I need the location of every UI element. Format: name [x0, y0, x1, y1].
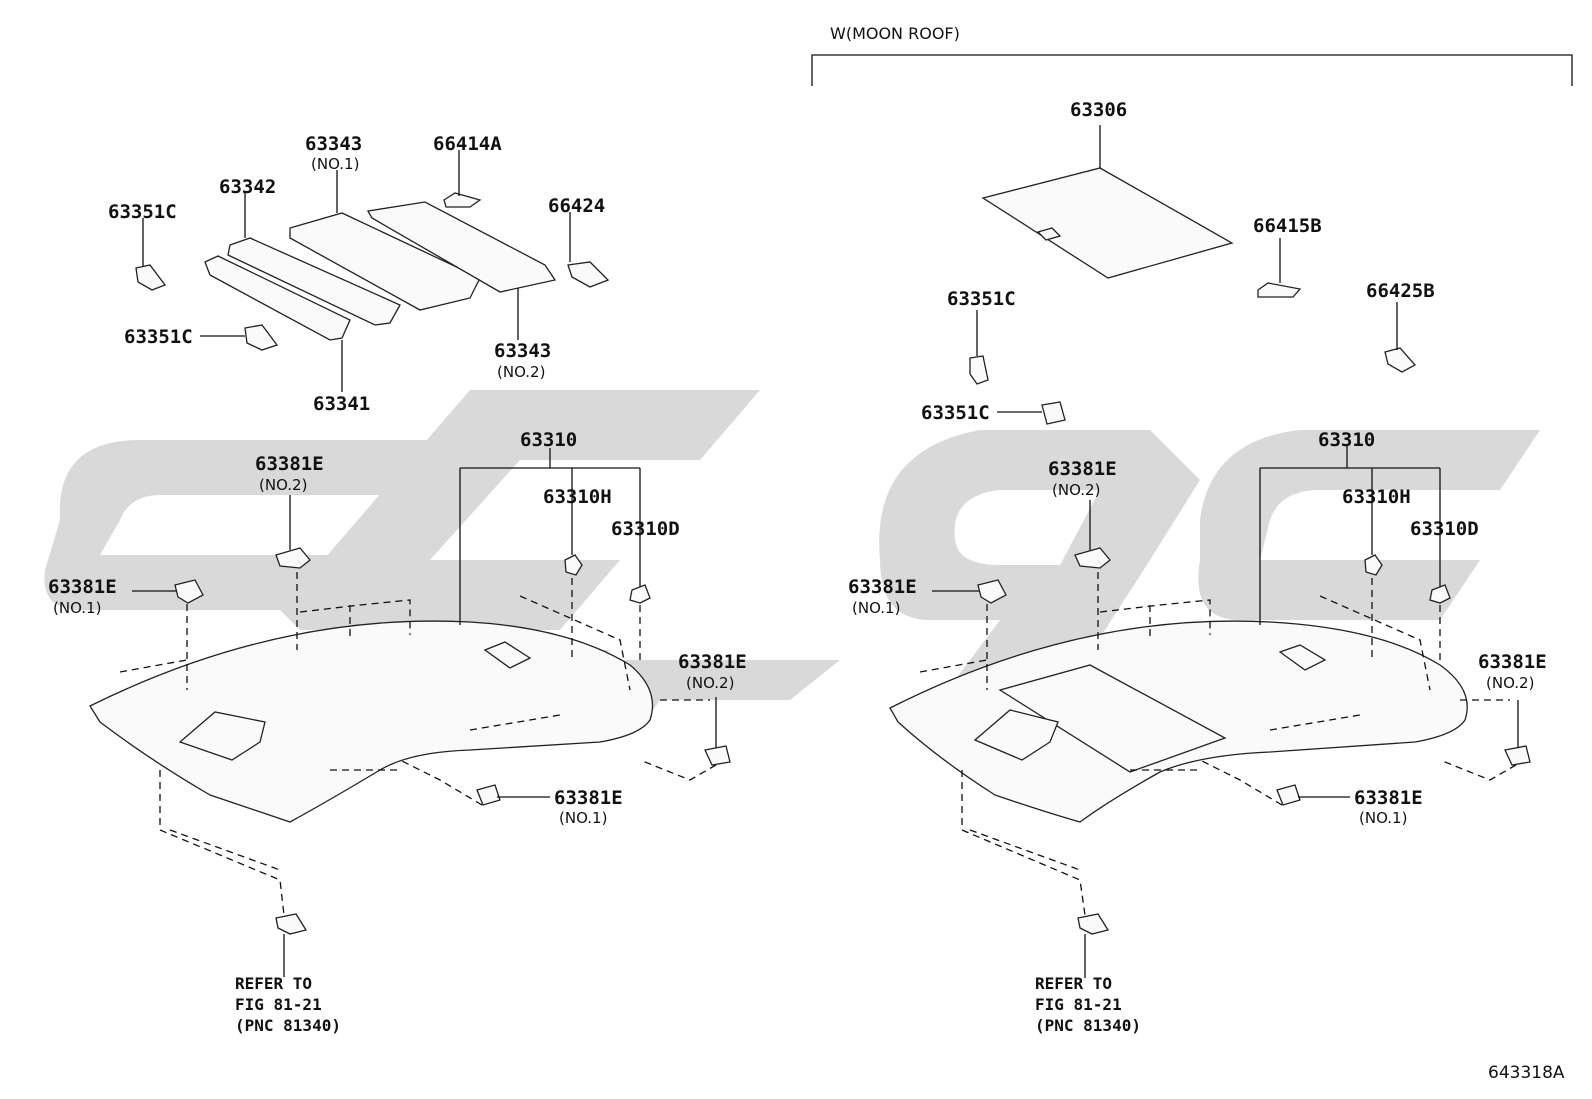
pad-63351C-top-r [969, 355, 989, 385]
label-66424: 66424 [548, 195, 605, 217]
right-panel [889, 125, 1531, 978]
watermark-logo [44, 390, 1540, 730]
label-63310D: 63310D [611, 518, 680, 540]
moonroof-bracket [811, 54, 1573, 86]
label-63310H: 63310H [543, 486, 612, 508]
clip-63381E-no1-bottom-r [1276, 784, 1301, 806]
panel-63306-tab [1036, 227, 1062, 241]
label-63381E-no2-right-r: 63381E [1478, 651, 1547, 673]
pad-63342 [227, 237, 401, 326]
label-63343-no2: 63343 [494, 340, 551, 362]
figure-code: 643318A [1488, 1063, 1565, 1083]
label-63381E-no1-bottom: 63381E [554, 787, 623, 809]
pad-66424 [567, 261, 610, 288]
label-refer-line3: (PNC 81340) [235, 1016, 341, 1035]
pad-63341 [204, 255, 351, 341]
label-63351C-top: 63351C [108, 201, 177, 223]
label-63310-r: 63310 [1318, 429, 1375, 451]
clip-63381E-no2-right-r [1504, 745, 1531, 766]
clip-refer-bottom [275, 913, 308, 935]
label-63343-no1-sub: (NO.1) [311, 155, 359, 173]
label-63381E-no2-top-r: 63381E [1048, 458, 1117, 480]
label-63351C-top-r: 63351C [947, 288, 1016, 310]
label-63381E-no1-left: 63381E [48, 576, 117, 598]
pad-66425B [1384, 347, 1417, 373]
left-labels: 63343 (NO.1) 66414A 63342 63351C 66424 6… [48, 133, 747, 1035]
label-63381E-no1-left-sub-r: (NO.1) [852, 599, 900, 617]
label-63310: 63310 [520, 429, 577, 451]
clip-63310D [629, 584, 651, 604]
label-63306: 63306 [1070, 99, 1127, 121]
label-66415B: 66415B [1253, 215, 1322, 237]
headliner-left-lamp-cutout [483, 641, 532, 669]
label-63351C-mid-r: 63351C [921, 402, 990, 424]
label-63381E-no2-right: 63381E [678, 651, 747, 673]
headliner-right-console [973, 709, 1059, 761]
label-66414A: 66414A [433, 133, 502, 155]
sunroof-opening [998, 664, 1227, 773]
label-63351C-mid: 63351C [124, 326, 193, 348]
label-refer-line2: FIG 81-21 [235, 995, 322, 1014]
label-63381E-no2-right-sub-r: (NO.2) [1486, 674, 1534, 692]
right-labels: 63306 66415B 63351C 66425B 63351C 63310 … [848, 99, 1547, 1035]
label-63381E-no1-bottom-sub-r: (NO.1) [1359, 809, 1407, 827]
pad-63351C-top [135, 264, 167, 291]
label-refer-line1-r: REFER TO [1035, 974, 1112, 993]
pad-66415B [1257, 282, 1302, 298]
label-63310D-r: 63310D [1410, 518, 1479, 540]
label-63381E-no1-left-sub: (NO.1) [53, 599, 101, 617]
label-63381E-no2-top: 63381E [255, 453, 324, 475]
clip-refer-bottom-r [1077, 913, 1110, 935]
pad-66414A [443, 192, 482, 208]
label-63343-no2-sub: (NO.2) [497, 363, 545, 381]
clip-63310D-r [1429, 584, 1451, 604]
label-66425B: 66425B [1366, 280, 1435, 302]
clip-63310H [564, 554, 583, 576]
clip-63381E-no2-top-r [1074, 547, 1111, 569]
clip-63381E-no1-left-r [977, 579, 1007, 604]
clip-63381E-no1-left [174, 579, 204, 604]
label-63342: 63342 [219, 176, 276, 198]
clip-63381E-no2-top [275, 547, 311, 569]
label-refer-line2-r: FIG 81-21 [1035, 995, 1122, 1014]
pad-63343-no1 [289, 212, 481, 311]
clip-63381E-no2-right [704, 745, 731, 766]
headliner-left [89, 620, 654, 823]
label-63343-no1: 63343 [305, 133, 362, 155]
label-refer-line1: REFER TO [235, 974, 312, 993]
moonroof-label: W(MOON ROOF) [830, 24, 960, 43]
label-63381E-no2-top-sub: (NO.2) [259, 476, 307, 494]
left-panel [89, 150, 731, 977]
pad-63351C-mid-r [1041, 401, 1066, 425]
headliner-left-console [178, 711, 266, 761]
label-refer-line3-r: (PNC 81340) [1035, 1016, 1141, 1035]
clip-63310H-r [1364, 554, 1383, 576]
panel-63306 [981, 167, 1234, 279]
label-63341: 63341 [313, 393, 370, 415]
headliner-right-lamp-cutout [1278, 644, 1327, 671]
label-63381E-no1-bottom-r: 63381E [1354, 787, 1423, 809]
pad-63343-no2 [366, 201, 557, 293]
label-63381E-no1-bottom-sub: (NO.1) [559, 809, 607, 827]
label-63381E-no2-right-sub: (NO.2) [686, 674, 734, 692]
clip-63381E-no1-bottom [476, 784, 501, 806]
label-63381E-no1-left-r: 63381E [848, 576, 917, 598]
pad-63351C-mid [244, 324, 279, 351]
label-63310H-r: 63310H [1342, 486, 1411, 508]
label-63381E-no2-top-sub-r: (NO.2) [1052, 481, 1100, 499]
